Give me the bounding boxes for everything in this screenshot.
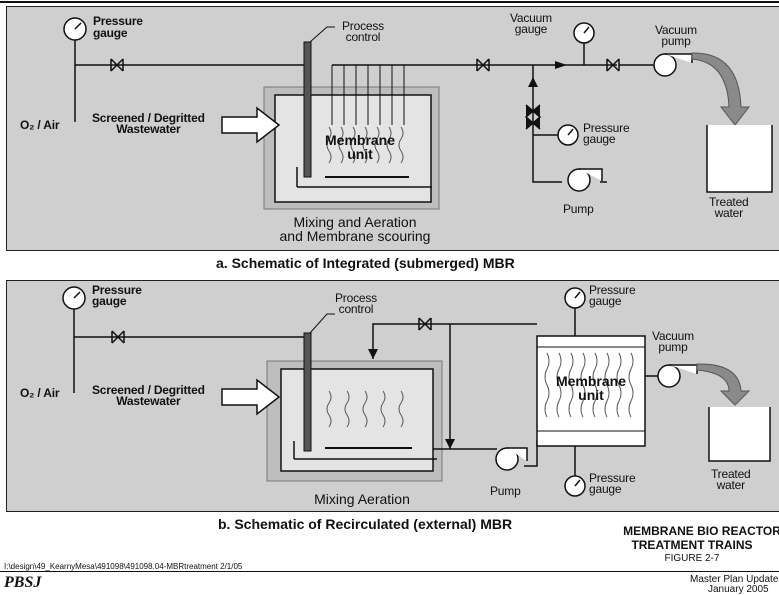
label-pump: Pump (563, 202, 594, 216)
external-membrane-unit (536, 335, 646, 447)
schematic-a-panel: Pressure gauge O₂ / Air Screened / Degri… (6, 6, 779, 251)
pump-icon (495, 447, 528, 471)
membrane-fibers (537, 346, 645, 432)
pressure-gauge-icon (564, 446, 586, 497)
label-membrane-unit: Membrane unit (555, 373, 627, 403)
permeate-lines (331, 64, 617, 125)
effluent-arrow (696, 363, 751, 406)
valve-icon (524, 104, 542, 130)
membrane-modules (325, 126, 409, 178)
figure-title: MEMBRANE BIO REACTOR (623, 524, 779, 538)
plan-date: January 2005 (708, 584, 769, 595)
inlet-arrow (221, 106, 281, 144)
effluent-arrow (691, 52, 751, 126)
pressure-gauge-icon (533, 124, 579, 146)
valve-icon (111, 330, 125, 344)
label-pressure-gauge: Pressure gauge (93, 14, 143, 40)
label-pressure-gauge-top: Pressure gauge (589, 283, 636, 308)
vacuum-gauge-icon (573, 22, 595, 65)
label-pressure-gauge-mid: Pressure gauge (583, 121, 630, 146)
pressure-gauge-icon (564, 287, 586, 336)
label-vacuum-pump: Vacuum pump (652, 329, 694, 354)
label-treated-water: Treated water (709, 195, 749, 220)
label-process-control: Process control (335, 291, 377, 316)
pbsj-logo: PBSJ (4, 574, 42, 591)
pressure-gauge-icon (63, 17, 87, 122)
label-screened-wastewater: Screened / Degritted Wastewater (92, 111, 205, 136)
label-pump: Pump (490, 484, 521, 498)
vacuum-pump-icon (645, 364, 698, 388)
label-mixing-aeration: Mixing and Aeration and Membrane scourin… (279, 214, 431, 244)
pump-icon (567, 168, 603, 192)
label-process-control: Process control (342, 19, 384, 44)
label-membrane-unit: Membrane unit (325, 132, 396, 162)
caption-schematic-a: a. Schematic of Integrated (submerged) M… (216, 255, 515, 271)
aeration-tank (274, 94, 432, 203)
label-pressure-gauge: Pressure gauge (92, 283, 142, 308)
schematic-b-drawing (62, 286, 771, 497)
process-control-probe (303, 332, 312, 452)
label-vacuum-pump: Vacuum pump (655, 23, 697, 48)
label-vacuum-gauge: Vacuum gauge (510, 11, 552, 36)
schematic-a-drawing (63, 17, 773, 210)
file-path: I:\design\49_KearnyMesa\491098\491098.04… (4, 562, 243, 571)
valve-icon (606, 58, 620, 72)
caption-schematic-b: b. Schematic of Recirculated (external) … (218, 516, 513, 532)
treated-water-tank (706, 125, 773, 193)
valve-icon (110, 58, 124, 72)
schematic-b-panel: Pressure gauge O₂ / Air Screened / Degri… (6, 280, 779, 512)
top-rule (0, 1, 779, 3)
plan-name: Master Plan Update (690, 574, 779, 585)
figure-number: FIGURE 2-7 (664, 553, 720, 564)
label-screened-wastewater: Screened / Degritted Wastewater (92, 383, 205, 408)
process-control-probe (303, 41, 312, 178)
vacuum-pump-icon (619, 53, 693, 77)
valve-icon (418, 317, 432, 331)
bio-floc-marks (325, 390, 412, 449)
inlet-arrow (221, 378, 281, 416)
label-pressure-gauge-bottom: Pressure gauge (589, 471, 636, 496)
label-mixing-aeration: Mixing Aeration (314, 491, 410, 507)
label-treated-water: Treated water (711, 467, 751, 492)
label-o2-air: O₂ / Air (20, 118, 60, 132)
treated-water-tank (708, 407, 771, 462)
figure-subtitle: TREATMENT TRAINS (631, 538, 753, 552)
footer-rule (0, 571, 779, 572)
label-o2-air: O₂ / Air (20, 386, 60, 400)
pressure-gauge-icon (62, 286, 86, 393)
valve-icon (476, 58, 490, 72)
